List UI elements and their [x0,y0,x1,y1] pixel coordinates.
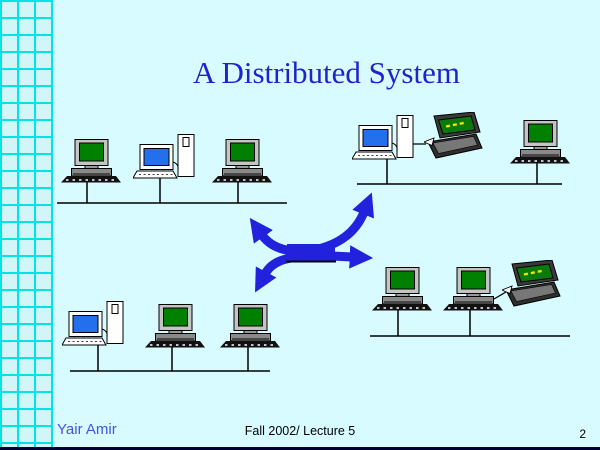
devices-layer [61,112,570,348]
footer-date-text: Fall 2002/ Lecture 5 [244,424,356,438]
lan-lines-layer [57,143,570,372]
laptop-computer-icon [502,260,562,307]
wan-hub-and-arrows [249,192,374,293]
page-number: 2 [579,427,586,441]
workstation-computer-icon [133,134,195,179]
workstation-computer-icon [352,115,414,160]
desktop-computer-icon [61,139,121,183]
desktop-computer-icon [145,304,205,348]
slide-title: A Distributed System [193,55,460,90]
laptop-connector-line [493,291,507,300]
graph-paper-margin [0,0,53,450]
desktop-computer-icon [372,267,432,311]
footer-author: Yair Amir [57,421,117,438]
workstation-computer-icon [62,301,124,346]
desktop-computer-icon [212,139,272,183]
wan-hub [287,244,335,261]
wan-arrow-right [331,245,374,269]
desktop-computer-icon [443,267,503,311]
desktop-computer-icon [220,304,280,348]
bottom-border-line [0,447,600,450]
laptop-computer-icon [424,112,484,159]
desktop-computer-icon [510,120,570,164]
